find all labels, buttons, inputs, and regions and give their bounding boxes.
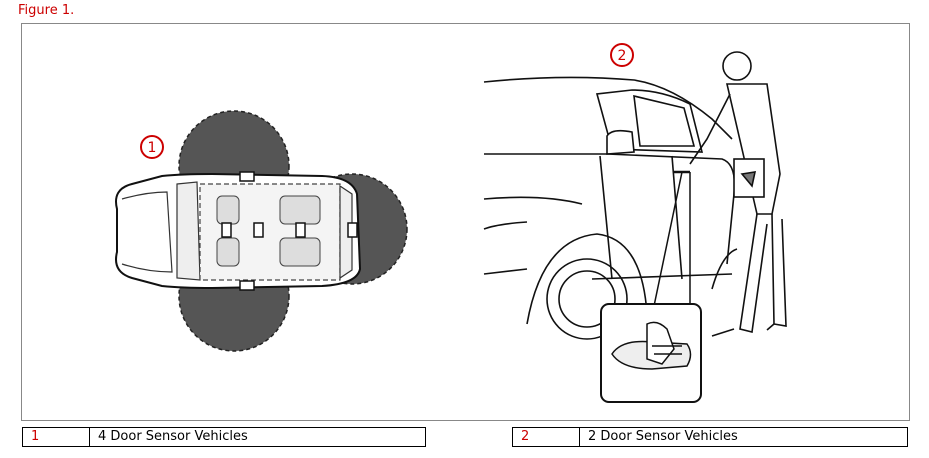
sensor-marker-cabin-1 [221, 222, 232, 238]
legend-text-2: 2 Door Sensor Vehicles [579, 427, 908, 447]
legend-table-1: 1 4 Door Sensor Vehicles [22, 427, 426, 447]
sensor-marker-rear [347, 222, 358, 238]
legend-text-1: 4 Door Sensor Vehicles [89, 427, 426, 447]
figure-title: Figure 1. [18, 3, 75, 18]
sensor-marker-cabin-2 [253, 222, 264, 238]
legend-row-2: 2 2 Door Sensor Vehicles [512, 427, 908, 447]
door-handle-inset [600, 171, 702, 403]
side-view-car-diagram [483, 76, 738, 340]
callout-1-label: 1 [148, 140, 157, 156]
callout-2-label: 2 [618, 48, 627, 64]
callout-1-circle [140, 135, 164, 159]
sensor-marker-cabin-3 [295, 222, 306, 238]
callout-2-circle [610, 43, 634, 67]
person-figure [689, 51, 787, 337]
legend-table-2: 2 2 Door Sensor Vehicles [512, 427, 908, 447]
top-view-car-diagram: 1 [115, 110, 408, 352]
sensor-marker-front-left [239, 171, 255, 182]
legend-row-1: 1 4 Door Sensor Vehicles [22, 427, 426, 447]
figure-frame: 1 [21, 23, 910, 421]
illustration: 1 [115, 43, 787, 403]
legend-number-2: 2 [512, 427, 580, 447]
legend-number-1: 1 [22, 427, 90, 447]
sensor-marker-rear-left [239, 280, 255, 291]
